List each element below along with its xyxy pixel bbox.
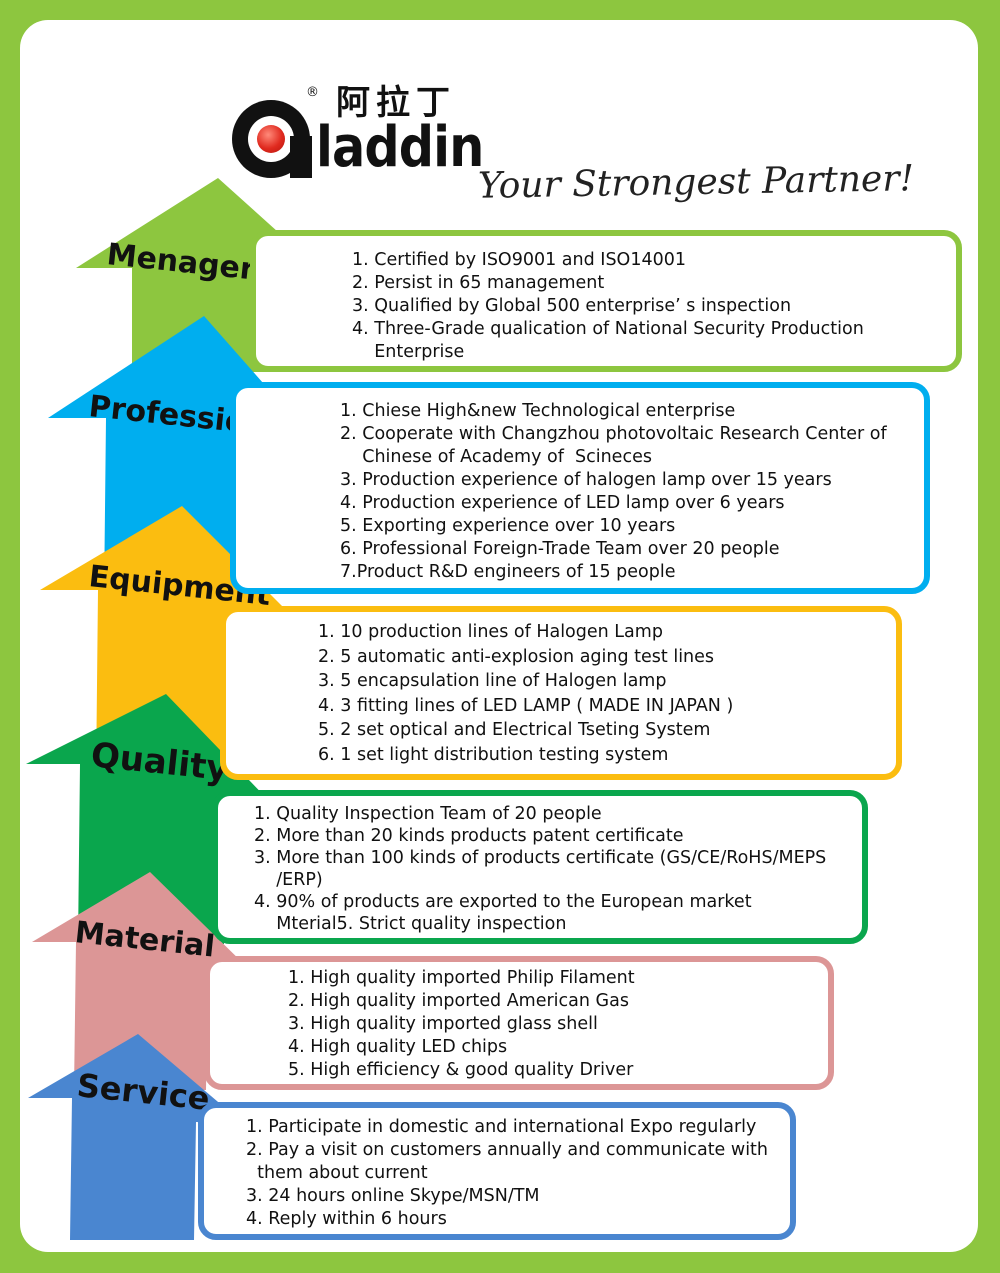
- list-item: 6. 1 set light distribution testing syst…: [318, 744, 669, 765]
- arrow-service: [28, 1034, 244, 1240]
- service-box: 1. Participate in domestic and internati…: [198, 1102, 796, 1240]
- list-item: 4. Three-Grade qualication of National S…: [352, 319, 864, 339]
- list-item: 4. Reply within 6 hours: [246, 1209, 447, 1229]
- logo-stem: [290, 136, 312, 178]
- list-item: 7.Product R&D engineers of 15 people: [340, 562, 676, 582]
- list-item: them about current: [246, 1163, 428, 1183]
- list-item: 3. 24 hours online Skype/MSN/TM: [246, 1186, 540, 1206]
- list-item: 3. Qualified by Global 500 enterprise’ s…: [352, 296, 792, 316]
- quality-list: 1. Quality Inspection Team of 20 people …: [254, 803, 826, 935]
- service-list: 1. Participate in domestic and internati…: [246, 1116, 768, 1231]
- list-item: Enterprise: [352, 342, 465, 362]
- registered-mark: ®: [306, 85, 319, 100]
- list-item: 2. Persist in 65 management: [352, 273, 605, 293]
- equipment-list: 1. 10 production lines of Halogen Lamp 2…: [318, 620, 733, 767]
- list-item: 5. High efficiency & good quality Driver: [288, 1060, 634, 1080]
- list-item: 2. More than 20 kinds products patent ce…: [254, 826, 684, 846]
- list-item: 1. Participate in domestic and internati…: [246, 1117, 757, 1137]
- list-item: 2. High quality imported American Gas: [288, 991, 629, 1011]
- list-item: 3. High quality imported glass shell: [288, 1014, 598, 1034]
- list-item: 1. Chiese High&new Technological enterpr…: [340, 401, 736, 421]
- list-item: 5. Exporting experience over 10 years: [340, 516, 676, 536]
- management-list: 1. Certified by ISO9001 and ISO14001 2. …: [352, 249, 864, 364]
- equipment-box: 1. 10 production lines of Halogen Lamp 2…: [220, 606, 902, 780]
- list-item: Mterial5. Strict quality inspection: [254, 914, 567, 934]
- list-item: 1. Certified by ISO9001 and ISO14001: [352, 250, 686, 270]
- list-item: 4. Production experience of LED lamp ove…: [340, 493, 785, 513]
- list-item: 4. 90% of products are exported to the E…: [254, 892, 752, 912]
- material-box: 1. High quality imported Philip Filament…: [204, 956, 834, 1090]
- management-box: 1. Certified by ISO9001 and ISO14001 2. …: [250, 230, 962, 372]
- list-item: 3. 5 encapsulation line of Halogen lamp: [318, 671, 667, 691]
- list-item: 6. Professional Foreign-Trade Team over …: [340, 539, 780, 559]
- arrow-material: [32, 872, 250, 1090]
- list-item: 1. 10 production lines of Halogen Lamp: [318, 622, 663, 642]
- logo-chinese-name: 阿拉丁: [336, 83, 456, 123]
- list-item: 4. 3 fitting lines of LED LAMP ( MADE IN…: [318, 695, 734, 716]
- list-item: 3. More than 100 kinds of products certi…: [254, 848, 827, 868]
- list-item: 2. Pay a visit on customers annually and…: [246, 1140, 769, 1160]
- professional-list: 1. Chiese High&new Technological enterpr…: [340, 400, 887, 584]
- logo-wordmark: laddin: [316, 115, 484, 180]
- material-list: 1. High quality imported Philip Filament…: [288, 967, 635, 1082]
- list-item: 2. 5 automatic anti-explosion aging test…: [318, 646, 715, 667]
- list-item: Chinese of Academy of Scineces: [340, 447, 652, 467]
- list-item: 1. Quality Inspection Team of 20 people: [254, 804, 602, 824]
- professional-box: 1. Chiese High&new Technological enterpr…: [230, 382, 930, 594]
- list-item: 3. Production experience of halogen lamp…: [340, 470, 832, 490]
- list-item: 4. High quality LED chips: [288, 1037, 508, 1057]
- list-item: 2. Cooperate with Changzhou photovoltaic…: [340, 424, 887, 444]
- quality-box: 1. Quality Inspection Team of 20 people …: [212, 790, 868, 944]
- company-logo: ® 阿拉丁 laddin: [232, 83, 484, 184]
- list-item: 5. 2 set optical and Electrical Tseting …: [318, 720, 711, 740]
- arrow-management: [76, 178, 338, 372]
- list-item: /ERP): [254, 870, 323, 890]
- list-item: 1. High quality imported Philip Filament: [288, 968, 635, 988]
